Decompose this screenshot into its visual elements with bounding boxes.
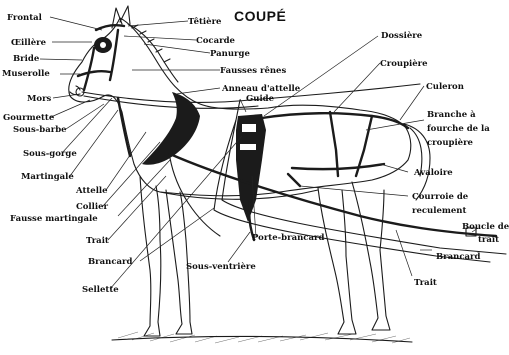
label-sous-gorge: Sous-gorge [23, 149, 77, 159]
hind-left-leg [352, 182, 390, 330]
label-frontal: Frontal [7, 13, 43, 23]
label-culeron: Culeron [426, 82, 464, 92]
label-boucle-line1: Boucle de [462, 222, 509, 232]
label-fausses-renes: Fausses rênes [220, 65, 286, 76]
label-gourmette: Gourmette [3, 113, 55, 123]
label-boucle-line2: trait [478, 235, 499, 245]
label-mors: Mors [27, 94, 52, 104]
label-porte-brancard: Porte-brancard [252, 233, 324, 243]
label-branche-line1: Branche à [427, 109, 476, 120]
label-cocarde: Cocarde [196, 36, 236, 46]
label-croupiere: Croupière [380, 58, 428, 69]
label-brancard-left: Brancard [88, 257, 133, 267]
label-oeillere: Œillère [11, 37, 47, 48]
label-muserolle: Muserolle [2, 69, 50, 79]
label-trait-left: Trait [86, 236, 109, 246]
horse-mane [128, 24, 178, 82]
label-sous-barbe: Sous-barbe [13, 125, 67, 135]
label-courroie-line1: Courroie de [412, 192, 469, 202]
front-left-leg [140, 176, 161, 336]
label-fausse-martingale: Fausse martingale [10, 214, 98, 224]
label-sous-ventriere: Sous-ventrière [186, 261, 256, 272]
ground-shading [112, 332, 412, 343]
label-bride: Bride [13, 54, 40, 64]
label-tetiere: Têtière [188, 16, 222, 27]
label-brancard-right: Brancard [436, 252, 481, 262]
label-martingale: Martingale [21, 172, 74, 182]
label-avaloire: Avaloire [413, 168, 453, 178]
label-sellette: Sellette [82, 285, 119, 295]
label-panurge: Panurge [210, 49, 250, 59]
label-dossiere: Dossière [381, 30, 423, 41]
label-courroie-line2: reculement [412, 206, 466, 216]
label-branche-line3: croupière [427, 137, 474, 148]
label-trait-right: Trait [414, 278, 437, 288]
label-attelle: Attelle [75, 186, 108, 196]
label-collier: Collier [76, 202, 109, 212]
diagram-title: COUPÉ [234, 8, 286, 24]
horse-tail [404, 124, 430, 200]
label-guide: Guide [246, 94, 275, 104]
label-anneau-attelle: Anneau d'attelle [221, 84, 301, 94]
label-branche-line2: fourche de la [427, 124, 490, 134]
